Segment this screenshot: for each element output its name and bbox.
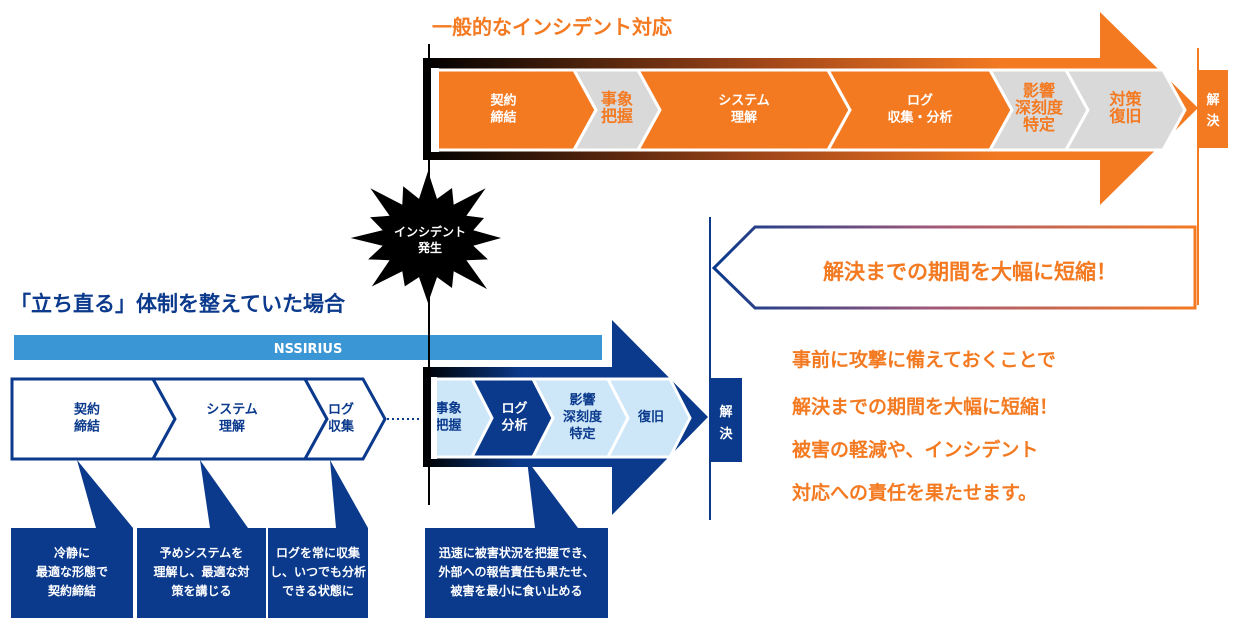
prepared-pre-step-label-line: システム — [206, 403, 258, 418]
summary-line-1: 事前に攻撃に備えておくことで — [792, 348, 1056, 371]
shorten-banner — [711, 225, 1197, 310]
callout-text-line: できる状態に — [282, 583, 354, 598]
general-step-label-line: 特定 — [1023, 115, 1055, 134]
prepared-pre-step-label-line: 理解 — [219, 419, 245, 435]
general-resolve-2: 決 — [1206, 113, 1220, 129]
general-step-label-line: ログ — [907, 93, 933, 109]
callout-pointer — [330, 460, 368, 528]
callout-text-line: 被害を最小に食い止める — [450, 583, 582, 598]
prepared-post-step-label-line: ログ — [501, 401, 527, 417]
nssirius-label: NSSIRIUS — [274, 342, 343, 357]
callout-text-line: 理解し、最適な対 — [153, 564, 249, 579]
prepared-post-step — [605, 377, 692, 459]
callout-pointer — [77, 460, 133, 528]
prepared-pre-step-label-line: ログ — [328, 402, 354, 418]
prepared-post-step-label-line: 影響 — [569, 392, 595, 408]
prepared-post-step-label-line: 把握 — [435, 418, 461, 434]
callout-pointer — [200, 460, 248, 528]
prepared-post-step-label-line: 分析 — [501, 418, 527, 434]
general-step-label-line: 対策 — [1108, 90, 1142, 109]
prepared-pre-step-label-line: 収集 — [328, 419, 355, 435]
prepared-post-step-label-line: 深刻度 — [563, 409, 603, 425]
general-title: 一般的なインシデント対応 — [432, 15, 672, 39]
callout-text-line: 外部への報告責任も果たせ、 — [438, 564, 594, 579]
callout-box — [137, 528, 266, 618]
callout-text-line: 策を講じる — [171, 583, 231, 598]
summary-line-4: 対応への責任を果たせます。 — [791, 481, 1037, 504]
prepared-title: 「立ち直る」体制を整えていた場合 — [10, 292, 346, 316]
callout-text-line: 予めシステムを — [160, 546, 244, 560]
shorten-banner-text: 解決までの期間を大幅に短縮！ — [823, 260, 1117, 284]
general-step-label-line: 復旧 — [1108, 107, 1141, 126]
incident-label-2: 発生 — [417, 240, 442, 255]
general-step-label-line: 収集・分析 — [887, 110, 952, 126]
incident-burst — [350, 171, 502, 303]
general-step-label-line: 影響 — [1023, 81, 1055, 100]
general-resolve-box — [1198, 70, 1228, 148]
prepared-resolve-2: 決 — [719, 426, 733, 442]
general-resolve-1: 解 — [1205, 92, 1219, 108]
prepared-pre-step-label-line: 契約 — [73, 402, 100, 418]
prepared-post-step-label-line: 復旧 — [637, 409, 664, 425]
nssirius-bar — [14, 335, 602, 360]
general-step-label-line: システム — [718, 94, 770, 109]
callout-text-line: 冷静に — [54, 545, 90, 560]
prepared-pre-step-label-line: 締結 — [74, 419, 100, 435]
prepared-pre-step — [302, 377, 387, 461]
callout-text-line: 迅速に被害状況を把握でき、 — [439, 545, 594, 560]
callout-text-line: ログを常に収集 — [276, 545, 361, 560]
callout-box — [11, 528, 133, 618]
callout-box — [425, 528, 608, 618]
general-step — [1063, 68, 1187, 152]
general-frame-left — [431, 68, 439, 152]
callout-box — [268, 528, 368, 618]
prepared-resolve-box — [710, 378, 742, 462]
prepared-resolve-1: 解 — [718, 404, 732, 420]
callout-text-line: 最適な形態で — [36, 564, 108, 579]
callout-text-line: 契約締結 — [47, 583, 96, 598]
summary-text: 事前に攻撃に備えておくことで 解決までの期間を大幅に短縮！ 被害の軽減や、インシ… — [791, 348, 1058, 504]
summary-line-2: 解決までの期間を大幅に短縮！ — [792, 395, 1058, 418]
general-step-label-line: 事象 — [601, 90, 633, 109]
prepared-post-step-label-line: 特定 — [569, 426, 595, 442]
callout-pointer — [527, 460, 578, 528]
callout-text-line: し、いつでも分析 — [270, 564, 366, 579]
summary-line-3: 被害の軽減や、インシデント — [792, 438, 1038, 461]
general-step-label-line: 理解 — [731, 110, 757, 126]
general-step-label-line: 契約 — [489, 93, 516, 109]
prepared-post-step-label-line: 事象 — [435, 401, 461, 417]
general-step-label-line: 締結 — [490, 110, 516, 126]
general-step-label-line: 把握 — [601, 107, 633, 126]
general-step-label-line: 深刻度 — [1015, 98, 1064, 117]
incident-label-1: インシデント — [394, 224, 466, 239]
